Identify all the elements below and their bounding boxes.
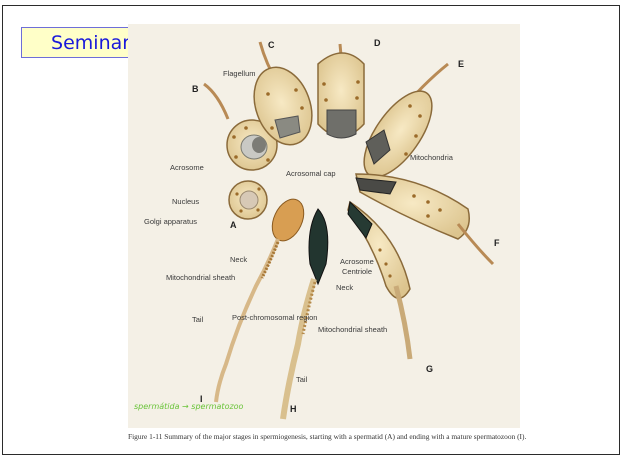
letter-c: C [268,40,275,50]
figure-caption: Figure 1-11 Summary of the major stages … [128,432,598,441]
label-acrosome: Acrosome [170,163,204,172]
letter-h: H [290,404,297,414]
label-mito-sheath-left: Mitochondrial sheath [166,273,235,282]
label-mitochondria: Mitochondria [410,153,454,162]
label-tail-left: Tail [192,315,204,324]
letter-g: G [426,364,433,374]
label-centriole: Centriole [342,267,372,276]
label-mito-sheath-right: Mitochondrial sheath [318,325,387,334]
letter-e: E [458,59,464,69]
label-golgi: Golgi apparatus [144,217,197,226]
label-acrosomal-cap: Acrosomal cap [286,169,336,178]
label-post-chromosomal: Post-chromosomal region [232,313,317,322]
cell-d [318,44,364,138]
letter-a: A [230,220,237,230]
label-neck-right: Neck [336,283,353,292]
label-nucleus: Nucleus [172,197,199,206]
spermiogenesis-figure: Flagellum Acrosome Nucleus Golgi apparat… [128,24,520,428]
cell-a [229,181,267,219]
cell-e [351,64,448,188]
label-flagellum: Flagellum [223,69,256,78]
label-tail-right: Tail [296,375,308,384]
letter-f: F [494,238,500,248]
handwritten-note: spermátida → spermatozoo [134,402,244,411]
letter-b: B [192,84,199,94]
cell-g [348,202,410,359]
letter-d: D [374,38,381,48]
label-neck-left: Neck [230,255,247,264]
label-acrosome-2: Acrosome [340,257,374,266]
